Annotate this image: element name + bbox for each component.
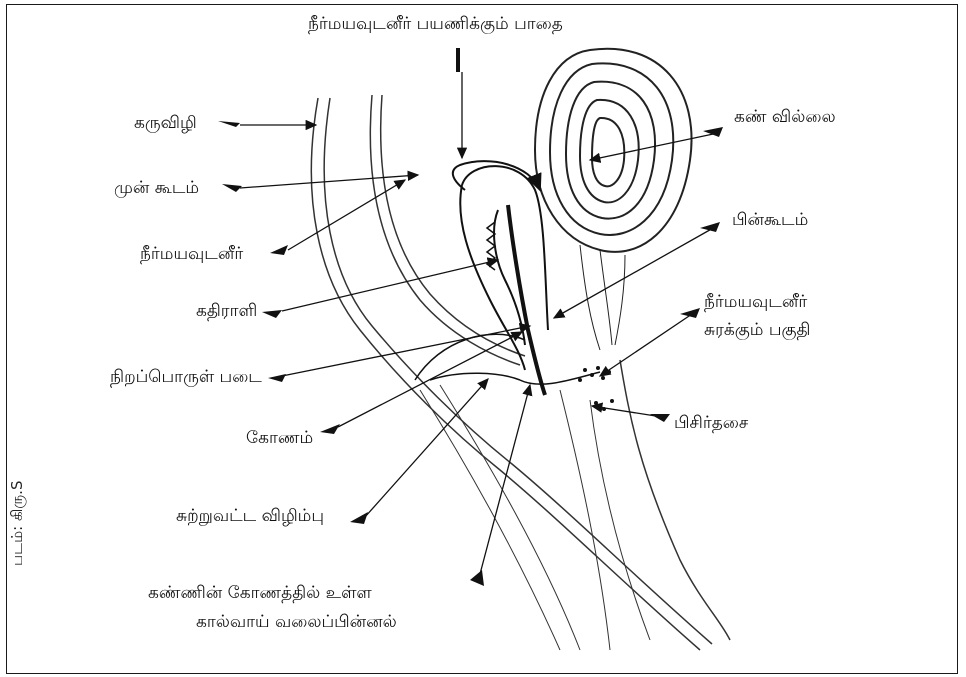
label-canal-line2: கால்வாய் வலைப்பின்னல் <box>196 614 397 631</box>
figure-credit: படம்: கிரு.S <box>8 481 28 566</box>
label-cornea: கருவிழி <box>134 115 197 132</box>
label-posterior-chamber: பின்கூடம் <box>732 212 808 229</box>
label-canal-line1: கண்ணின் கோணத்தில் உள்ள <box>148 585 372 602</box>
leader-lines <box>240 48 718 574</box>
label-secretion-line1: நீர்மயவுடனீர் <box>704 294 807 311</box>
label-ciliary-muscle: பிசிர்தசை <box>674 415 748 432</box>
label-ciliary-body: கதிராளி <box>196 303 257 320</box>
lens-drawing <box>535 49 692 350</box>
label-aqueous-path: நீர்மயவுடனீர் பயணிக்கும் பாதை <box>308 16 563 33</box>
label-secretion-line2: சுரக்கும் பகுதி <box>704 322 810 339</box>
label-iris: நிறப்பொருள் படை <box>110 369 262 386</box>
label-anterior-chamber: முன் கூடம் <box>114 180 199 197</box>
label-limbus: சுற்றுவட்ட விழிம்பு <box>176 508 324 525</box>
label-aqueous-humor: நீர்மயவுடனீர் <box>140 246 243 263</box>
label-angle: கோணம் <box>246 430 313 447</box>
label-lens: கண் வில்லை <box>734 109 836 126</box>
